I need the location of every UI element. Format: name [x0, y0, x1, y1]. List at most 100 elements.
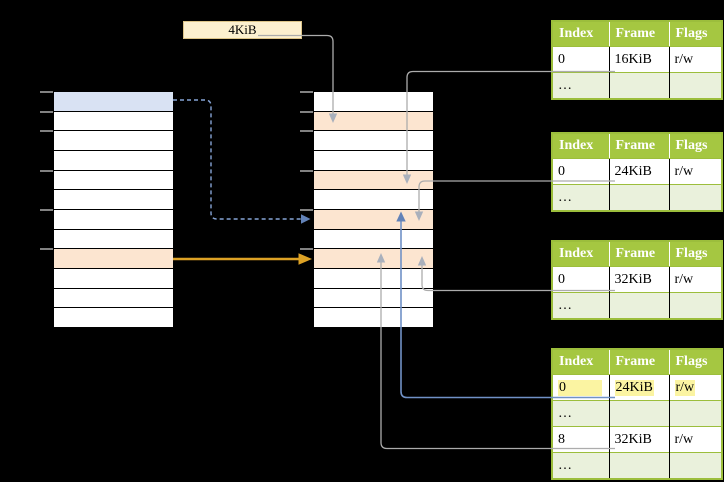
arrowhead-right-icon: [298, 253, 312, 265]
column-header: Flags: [669, 241, 722, 267]
mem-row-10: [54, 289, 173, 309]
column-header: Index: [552, 133, 610, 159]
tick-mark: [40, 248, 53, 251]
page-table-cell: [609, 184, 670, 211]
column-header: Frame: [609, 241, 670, 267]
mem-row-9: [314, 269, 433, 289]
arrowhead-right-icon: [301, 214, 311, 224]
mem-row-5: [314, 190, 433, 211]
page-table-cell: …: [552, 292, 610, 319]
page-table-cell: [609, 72, 670, 99]
column-header: Flags: [669, 349, 722, 375]
page-table-cell: [609, 400, 670, 427]
page-table-cell: r/w: [669, 374, 722, 401]
page-table-cell: 0: [552, 266, 610, 293]
tick-mark: [300, 110, 313, 113]
tick-mark: [40, 91, 53, 93]
mem-row-8: [314, 249, 433, 270]
mem-row-0: [314, 92, 433, 112]
page-table-cell: [609, 292, 670, 319]
page-table-cell: r/w: [669, 46, 722, 73]
page-table-cell: 16KiB: [609, 46, 670, 73]
frame-index-table: [300, 91, 434, 329]
page-table-cell: r/w: [669, 426, 722, 453]
mem-row-4: [314, 170, 433, 191]
page-table-cell: [669, 400, 722, 427]
page-table-cell: 0: [552, 158, 610, 185]
page-table-cell: 24KiB: [609, 158, 670, 185]
page-table-cell: 8: [552, 426, 610, 453]
mem-row-2: [54, 131, 173, 152]
column-header: Index: [552, 349, 610, 375]
virtual-address-space-table: [40, 91, 174, 329]
page-table-cell: [669, 452, 722, 479]
mem-row-2: [314, 131, 433, 152]
arrow-leftrow0-to-middle-row6: [173, 99, 301, 220]
page-table-cell: [669, 292, 722, 319]
mem-row-1: [314, 111, 433, 132]
mem-row-7: [54, 230, 173, 250]
page-table-cell: …: [552, 400, 610, 427]
page-table-row: …: [552, 452, 722, 479]
mem-row-11: [54, 308, 173, 329]
page-size-label-box: 4KiB: [183, 21, 302, 39]
mem-row-5: [54, 190, 173, 211]
page-table-cell: …: [552, 72, 610, 99]
column-header: Frame: [609, 133, 670, 159]
mem-row-10: [314, 289, 433, 309]
page-table-row: …: [552, 184, 722, 211]
page-table-cell: 0: [552, 374, 610, 401]
tick-mark: [40, 209, 53, 211]
page-table-cell: r/w: [669, 266, 722, 293]
mem-row-11: [314, 308, 433, 329]
column-header: Flags: [669, 21, 722, 47]
mem-row-8: [54, 249, 173, 270]
mem-row-3: [314, 151, 433, 171]
page-table-row: …: [552, 72, 722, 99]
page-table-cell: r/w: [669, 158, 722, 185]
mem-row-6: [54, 210, 173, 230]
page-table-row: …: [552, 292, 722, 319]
mem-row-1: [54, 112, 173, 132]
mem-row-3: [54, 151, 173, 171]
page-table-cell: [609, 452, 670, 479]
mem-row-4: [54, 171, 173, 191]
page-table-cell: [669, 72, 722, 99]
column-header: Index: [552, 241, 610, 267]
page-table-cell: [669, 184, 722, 211]
page-table-row: …: [552, 400, 722, 427]
page-table-cell: …: [552, 452, 610, 479]
tick-mark: [40, 169, 53, 172]
mem-row-0: [54, 92, 173, 112]
tick-mark: [300, 248, 313, 251]
column-header: Index: [552, 21, 610, 47]
column-header: Frame: [609, 21, 670, 47]
column-header: Frame: [609, 349, 670, 375]
tick-mark: [300, 91, 313, 93]
mem-row-9: [54, 269, 173, 289]
tick-mark: [40, 110, 53, 113]
tick-mark: [300, 130, 313, 133]
page-size-label: 4KiB: [228, 22, 257, 37]
page-table-cell: 32KiB: [609, 426, 670, 453]
column-header: Flags: [669, 133, 722, 159]
mem-row-6: [314, 210, 433, 230]
tick-mark: [300, 209, 313, 211]
page-table-cell: …: [552, 184, 610, 211]
page-table-cell: 24KiB: [609, 374, 670, 401]
tick-mark: [300, 169, 313, 172]
tick-mark: [40, 130, 53, 133]
